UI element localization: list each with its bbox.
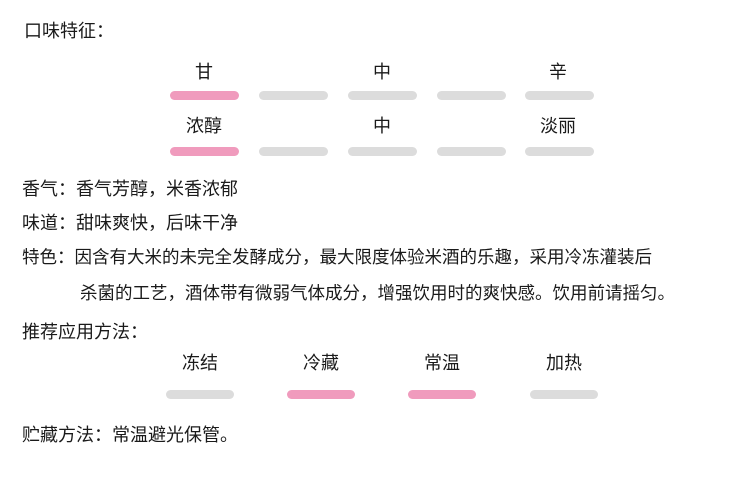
taste-row1-bar-1 (170, 91, 239, 100)
taste-row1-bar-3 (348, 91, 417, 100)
taste-row2-bar-5 (525, 147, 594, 156)
taste-row2-label-right: 淡丽 (540, 116, 576, 137)
aroma-line: 香气：香气芳醇，米香浓郁 (22, 179, 238, 201)
usage-label-chilled: 冷藏 (303, 353, 339, 374)
feature-label: 特色： (22, 248, 75, 268)
storage-label: 贮藏方法： (22, 425, 112, 446)
taste-title: 口味特征： (24, 21, 114, 42)
flavor-value: 甜味爽快，后味干净 (76, 213, 238, 234)
taste-row2-bar-1 (170, 147, 239, 156)
taste-row1-label-right: 辛 (549, 62, 567, 83)
taste-row1-bar-2 (259, 91, 328, 100)
storage-value: 常温避光保管。 (112, 425, 238, 446)
taste-row2-bar-3 (348, 147, 417, 156)
aroma-value: 香气芳醇，米香浓郁 (76, 179, 238, 200)
usage-bar-heated (530, 390, 598, 399)
flavor-line: 味道：甜味爽快，后味干净 (22, 213, 238, 235)
taste-row2-bar-4 (437, 147, 506, 156)
storage-line: 贮藏方法：常温避光保管。 (22, 425, 238, 447)
usage-title: 推荐应用方法： (22, 322, 148, 343)
aroma-label: 香气： (22, 179, 76, 200)
taste-row2-label-left: 浓醇 (186, 116, 222, 137)
usage-bar-freeze (166, 390, 234, 399)
taste-row1-label-left: 甘 (195, 62, 213, 83)
taste-row2-bar-2 (259, 147, 328, 156)
taste-row2-label-mid: 中 (373, 116, 391, 137)
usage-label-room-temp: 常温 (424, 353, 460, 374)
usage-bar-room-temp (408, 390, 476, 399)
taste-row1-bar-5 (525, 91, 594, 100)
taste-row1-label-mid: 中 (373, 62, 391, 83)
taste-row1-bar-4 (437, 91, 506, 100)
flavor-label: 味道： (22, 213, 76, 234)
usage-bar-chilled (287, 390, 355, 399)
feature-text-1: 因含有大米的未完全发酵成分，最大限度体验米酒的乐趣，采用冷冻灌装后 (74, 248, 653, 268)
usage-label-freeze: 冻结 (182, 353, 218, 374)
feature-line-2: 杀菌的工艺，酒体带有微弱气体成分，增强饮用时的爽快感。饮用前请摇匀。 (80, 284, 675, 304)
usage-label-heated: 加热 (546, 353, 582, 374)
feature-line-1: 特色：因含有大米的未完全发酵成分，最大限度体验米酒的乐趣，采用冷冻灌装后 (22, 247, 652, 269)
